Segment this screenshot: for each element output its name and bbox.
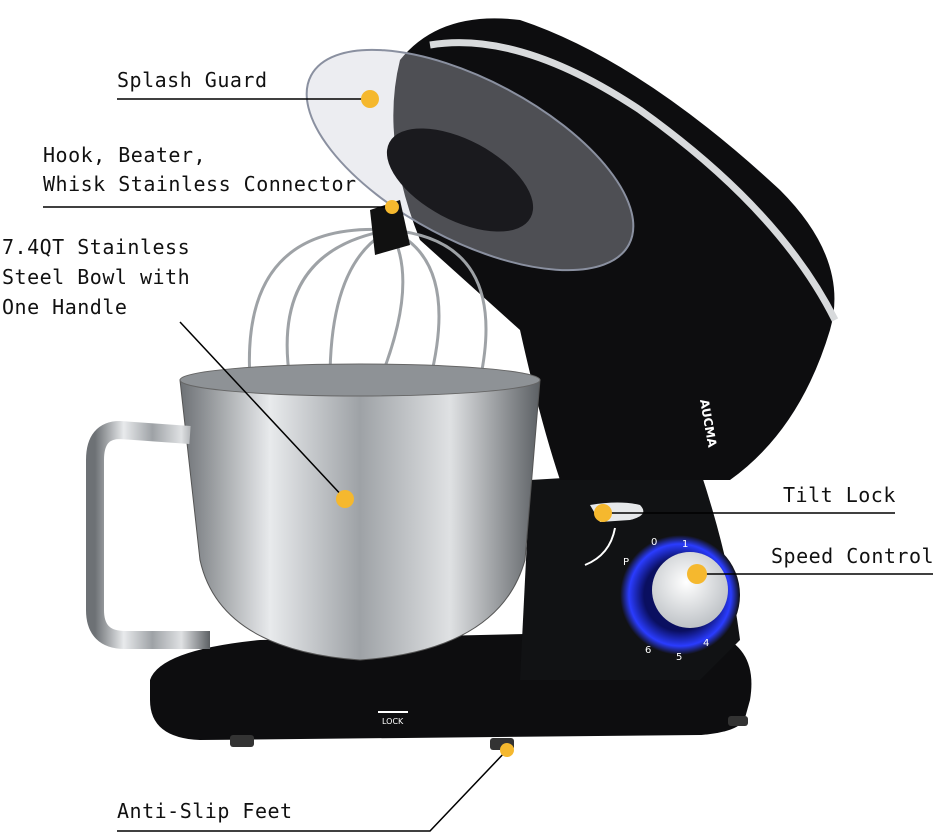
steel-bowl [86, 363, 541, 661]
foot [230, 735, 254, 747]
marker-splash-guard [361, 90, 379, 108]
speed-dial: P 0 1 4 5 6 [620, 535, 740, 663]
callout-lines [43, 98, 933, 832]
label-speed-control: Speed Control [771, 544, 933, 568]
dial-mark: 0 [651, 537, 657, 548]
label-tilt-lock: Tilt Lock [783, 483, 896, 507]
dial-mark: 6 [645, 645, 651, 656]
label-anti-slip-feet: Anti-Slip Feet [117, 799, 293, 823]
label-bowl-line2: Steel Bowl with [2, 265, 191, 289]
whisk [247, 200, 488, 381]
label-bowl-line1: 7.4QT Stainless [2, 235, 191, 259]
lock-label: LOCK [382, 717, 404, 726]
dial-mark: 5 [676, 652, 682, 663]
tilt-arrow-icon [584, 527, 616, 566]
marker-connector [385, 200, 399, 214]
foot [728, 716, 748, 726]
splash-guard [305, 48, 635, 272]
bowl-handle [86, 420, 210, 649]
label-connector-line2: Whisk Stainless Connector [43, 172, 357, 196]
marker-anti-slip [500, 743, 514, 757]
marker-tilt-lock [594, 504, 612, 522]
label-bowl-line3: One Handle [2, 295, 128, 319]
marker-bowl [336, 490, 354, 508]
mixer-head [393, 18, 839, 480]
marker-speed-control [687, 564, 707, 584]
dial-mark: 4 [703, 638, 709, 649]
dial-mark: P [623, 557, 629, 568]
label-connector-line1: Hook, Beater, [43, 143, 207, 167]
dial-mark: 1 [682, 539, 688, 550]
label-splash-guard: Splash Guard [117, 68, 268, 92]
